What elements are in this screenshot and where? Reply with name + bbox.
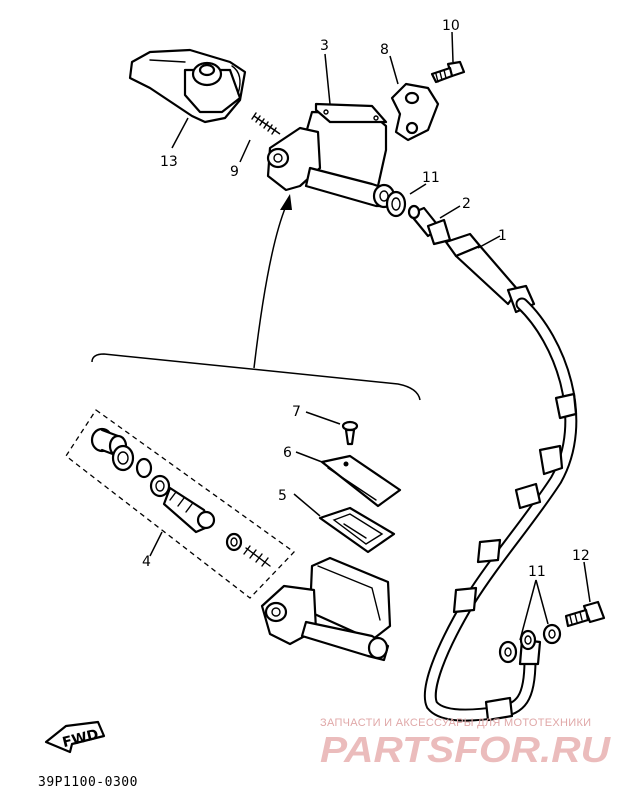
part-4-piston-kit <box>65 409 295 599</box>
leader-7 <box>305 411 341 425</box>
callout-7: 7 <box>292 404 301 420</box>
watermark-logo: PARTSFOR.RU <box>320 729 611 770</box>
callout-11-lower: 11 <box>528 564 546 580</box>
callout-13: 13 <box>160 154 178 170</box>
part-5-diaphragm <box>318 506 396 554</box>
leader-6 <box>295 451 323 463</box>
leader-11-lower <box>519 579 549 641</box>
leader-11-upper <box>409 183 427 195</box>
leader-1 <box>477 235 501 249</box>
callout-5: 5 <box>278 488 287 504</box>
part-11-washer-upper <box>385 190 407 218</box>
leader-13 <box>171 117 189 149</box>
part-13-lever-bracket <box>128 48 247 124</box>
part-1-brake-hose <box>423 232 578 722</box>
watermark-subtitle: ЗАПЧАСТИ И АКСЕССУАРЫ ДЛЯ МОТОТЕХНИКИ <box>320 717 591 729</box>
part-3-master-cylinder <box>266 102 396 209</box>
part-7-screw <box>341 420 359 446</box>
part-8-clamp <box>390 82 440 142</box>
callout-8: 8 <box>380 42 389 58</box>
part-10-bolt <box>430 60 466 84</box>
callout-9: 9 <box>230 164 239 180</box>
drawing-code: 39P1100-0300 <box>38 775 138 790</box>
part-6-cap <box>320 454 402 508</box>
watermark: ЗАПЧАСТИ И АКСЕССУАРЫ ДЛЯ МОТОТЕХНИКИ PA… <box>320 717 611 770</box>
part-11-washers-lower <box>498 623 562 664</box>
leader-9 <box>239 139 251 163</box>
master-cylinder-body-lower <box>260 556 392 662</box>
callout-10: 10 <box>442 18 460 34</box>
callout-2: 2 <box>462 196 471 212</box>
part-9-screw <box>251 112 281 135</box>
callout-3: 3 <box>320 38 329 54</box>
leader-3 <box>324 53 331 105</box>
callout-11-upper: 11 <box>422 170 440 186</box>
part-12-union-bolt <box>564 600 606 628</box>
leader-4 <box>149 531 163 557</box>
leader-5 <box>293 493 321 517</box>
leader-8 <box>389 55 399 85</box>
leader-2 <box>439 205 461 219</box>
leader-10 <box>451 31 454 63</box>
callout-12: 12 <box>572 548 590 564</box>
leader-12 <box>583 561 591 603</box>
callout-1: 1 <box>498 228 507 244</box>
callout-4: 4 <box>142 554 151 570</box>
fwd-arrow-icon: FWD <box>44 720 106 754</box>
assembly-arrow <box>91 194 421 401</box>
part-2-union-bolt <box>407 204 452 246</box>
callout-6: 6 <box>283 445 292 461</box>
